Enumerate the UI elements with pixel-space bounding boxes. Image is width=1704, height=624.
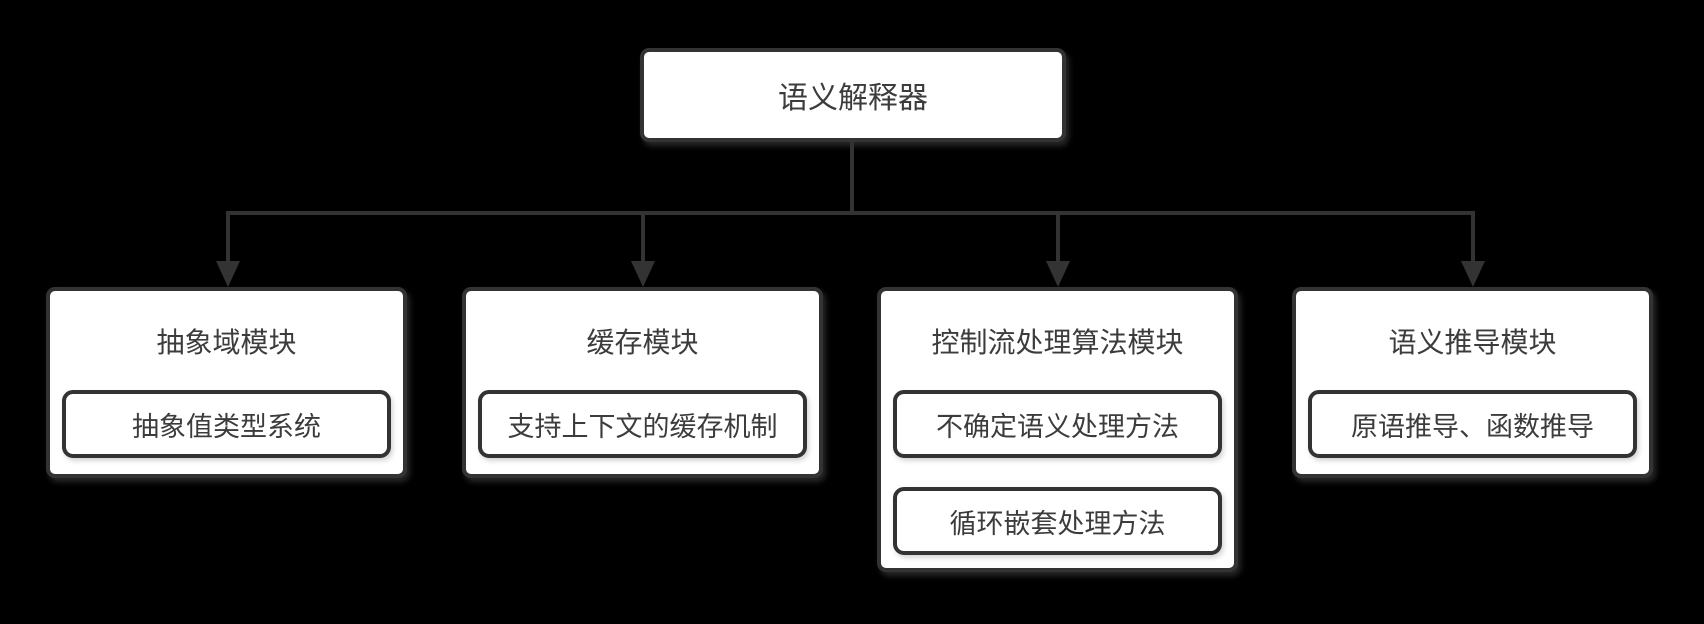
arrow-down-icon	[631, 261, 655, 287]
node-submodule: 原语推导、函数推导	[1308, 390, 1637, 458]
node-submodule: 支持上下文的缓存机制	[478, 390, 807, 458]
connector-horizontal-bus	[226, 211, 1475, 215]
submodule-label: 循环嵌套处理方法	[949, 508, 1166, 539]
module-title: 语义推导模块	[1388, 326, 1557, 358]
node-submodule: 抽象值类型系统	[62, 390, 391, 458]
connector-drop-2	[641, 213, 645, 263]
submodule-label: 抽象值类型系统	[132, 411, 321, 442]
connector-root-stem	[850, 142, 854, 215]
connector-drop-1	[226, 211, 230, 263]
submodule-label: 不确定语义处理方法	[936, 411, 1179, 442]
arrow-down-icon	[216, 261, 240, 287]
arrow-down-icon	[1046, 261, 1070, 287]
module-title: 抽象域模块	[156, 326, 297, 358]
submodule-label: 支持上下文的缓存机制	[507, 411, 778, 442]
node-module-abstract-domain: 抽象域模块 抽象值类型系统	[46, 287, 407, 478]
arrow-down-icon	[1461, 261, 1485, 287]
connector-drop-4	[1471, 211, 1475, 263]
node-root-label: 语义解释器	[778, 82, 928, 115]
node-module-cache: 缓存模块 支持上下文的缓存机制	[462, 287, 823, 478]
node-submodule: 循环嵌套处理方法	[893, 487, 1222, 555]
connector-drop-3	[1056, 213, 1060, 263]
node-module-control-flow: 控制流处理算法模块 不确定语义处理方法 循环嵌套处理方法	[877, 287, 1238, 572]
module-title: 缓存模块	[586, 326, 699, 358]
submodule-label: 原语推导、函数推导	[1351, 411, 1594, 442]
module-title: 控制流处理算法模块	[931, 326, 1184, 358]
node-root: 语义解释器	[640, 48, 1066, 142]
node-submodule: 不确定语义处理方法	[893, 390, 1222, 458]
node-module-semantic-derivation: 语义推导模块 原语推导、函数推导	[1292, 287, 1653, 478]
